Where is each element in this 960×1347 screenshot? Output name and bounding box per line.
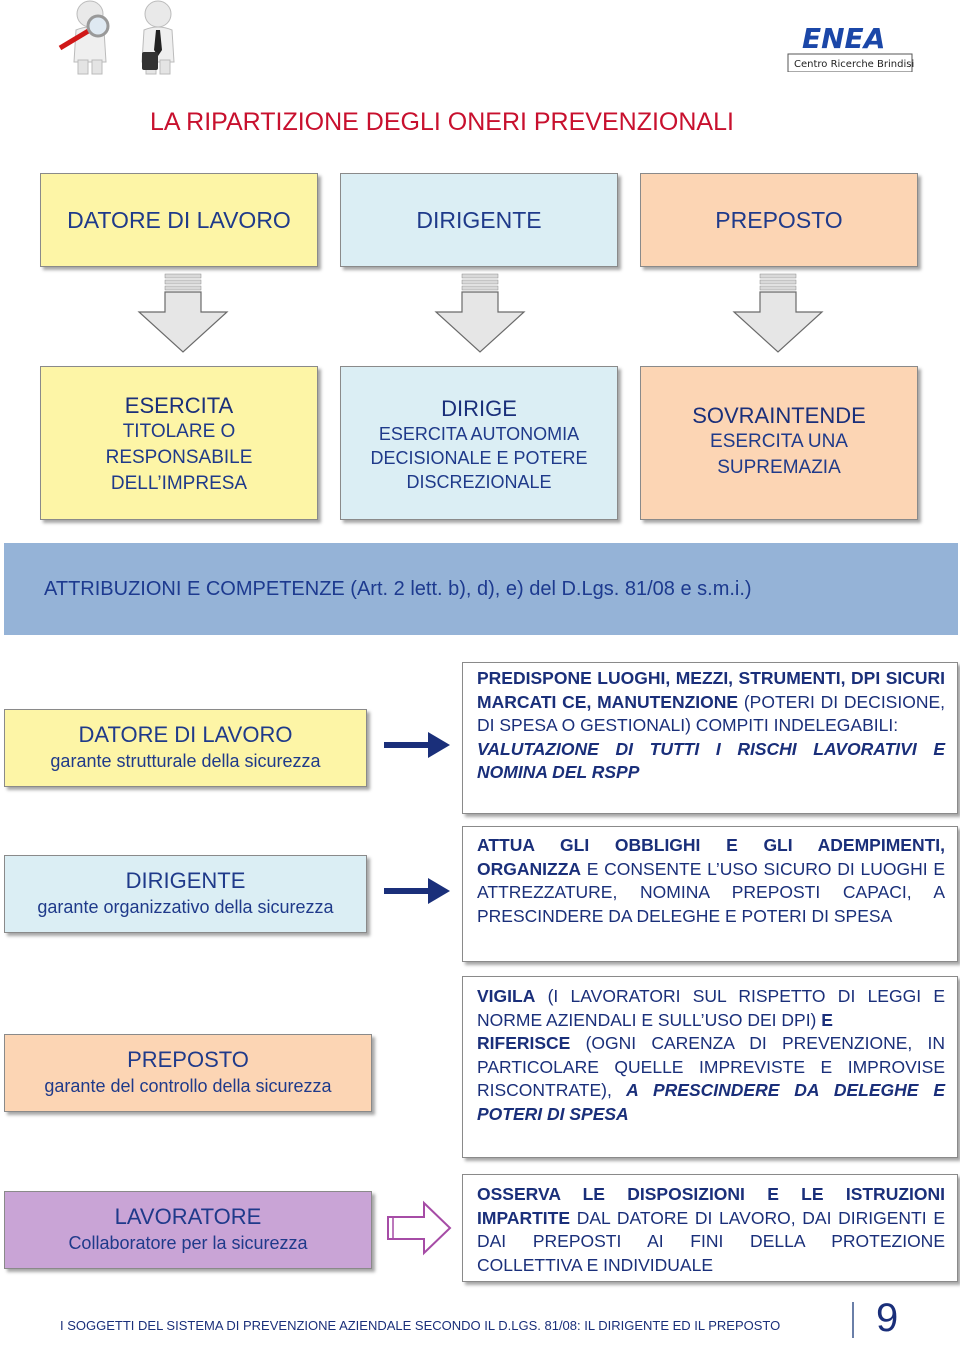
role-head: DIRIGE <box>441 396 517 421</box>
down-arrow-icon <box>732 273 824 353</box>
role-box-preposto: SOVRAINTENDE ESERCITA UNA SUPREMAZIA <box>640 366 918 520</box>
page-title: LA RIPARTIZIONE DEGLI ONERI PREVENZIONAL… <box>150 108 734 136</box>
left-box-dirigente: DIRIGENTE garante organizzativo della si… <box>4 855 367 933</box>
role-line: RESPONSABILE <box>105 447 253 468</box>
left-box-subtitle: garante organizzativo della sicurezza <box>37 897 334 917</box>
logo-subtext: Centro Ricerche Brindisi <box>794 59 914 70</box>
role-box-dirigente: DIRIGE ESERCITA AUTONOMIA DECISIONALE E … <box>340 366 618 520</box>
role-line: ESERCITA AUTONOMIA <box>378 424 580 444</box>
top-box-datore: DATORE DI LAVORO <box>40 173 318 267</box>
right-text: E <box>816 1009 833 1030</box>
right-text: VIGILA <box>477 986 536 1006</box>
right-text: DAL DATORE DI LAVORO, DAI DIRIGENTI E DA… <box>477 1207 945 1275</box>
role-line: ESERCITA UNA <box>710 431 848 452</box>
footer-text: I SOGGETTI DEL SISTEMA DI PREVENZIONE AZ… <box>60 1318 781 1333</box>
right-text: OSSERVA LE DISPOSIZIONI E LE ISTRUZIONI … <box>477 1184 945 1228</box>
left-box-subtitle: Collaboratore per la sicurezza <box>68 1233 308 1253</box>
left-box-lavoratore: LAVORATORE Collaboratore per la sicurezz… <box>4 1191 372 1269</box>
role-line: DECISIONALE E POTERE <box>370 448 588 468</box>
role-line: TITOLARE O <box>122 421 236 442</box>
right-arrow-icon <box>384 732 450 758</box>
right-arrow-icon <box>384 878 450 904</box>
top-box-label: DIRIGENTE <box>416 206 542 233</box>
left-box-title: LAVORATORE <box>114 1204 262 1229</box>
role-head: ESERCITA <box>124 393 234 418</box>
attributions-banner: ATTRIBUZIONI E COMPETENZE (Art. 2 lett. … <box>4 543 958 635</box>
role-line: DISCREZIONALE <box>406 472 552 492</box>
enea-logo: ENEA Centro Ricerche Brindisi <box>786 16 914 73</box>
right-text: PREDISPONE LUOGHI, MEZZI, STRUMENTI, DPI… <box>477 668 945 712</box>
right-text: (OGNI CARENZA DI PREVENZIONE, IN PARTICO… <box>477 1033 945 1100</box>
people-illustration <box>58 0 175 75</box>
footer-divider <box>852 1302 854 1338</box>
right-text: VALUTAZIONE DI TUTTI I RISCHI LAVORATIVI… <box>477 738 945 783</box>
role-box-datore: ESERCITA TITOLARE O RESPONSABILE DELL’IM… <box>40 366 318 520</box>
top-box-preposto: PREPOSTO <box>640 173 918 267</box>
left-box-title: DATORE DI LAVORO <box>78 722 293 747</box>
role-head: SOVRAINTENDE <box>692 403 866 428</box>
down-arrow-icon <box>137 273 229 353</box>
right-box-preposto: VIGILA (I LAVORATORI SUL RISPETTO DI LEG… <box>462 976 958 1158</box>
right-text: (I LAVORATORI SUL RISPETTO DI LEGGI E NO… <box>477 986 945 1030</box>
hollow-arrow-icon <box>387 1200 452 1256</box>
top-box-label: PREPOSTO <box>715 206 843 233</box>
right-text: ATTUA GLI OBBLIGHI E GLI ADEMPIMENTI, OR… <box>477 835 945 879</box>
left-box-title: PREPOSTO <box>127 1047 249 1072</box>
top-box-dirigente: DIRIGENTE <box>340 173 618 267</box>
right-box-datore: PREDISPONE LUOGHI, MEZZI, STRUMENTI, DPI… <box>462 662 958 814</box>
right-box-dirigente: ATTUA GLI OBBLIGHI E GLI ADEMPIMENTI, OR… <box>462 826 958 962</box>
down-arrow-icon <box>434 273 526 353</box>
left-box-subtitle: garante strutturale della sicurezza <box>50 751 321 771</box>
right-text: RIFERISCE <box>477 1033 571 1053</box>
top-box-label: DATORE DI LAVORO <box>67 206 291 233</box>
right-box-lavoratore: OSSERVA LE DISPOSIZIONI E LE ISTRUZIONI … <box>462 1174 958 1282</box>
left-box-title: DIRIGENTE <box>125 868 246 893</box>
role-line: DELL’IMPRESA <box>110 473 248 494</box>
role-line: SUPREMAZIA <box>717 457 841 478</box>
right-text: E CONSENTE L’USO SICURO DI LUOGHI E ATTR… <box>477 858 945 926</box>
page-number: 9 <box>876 1296 899 1340</box>
left-box-subtitle: garante del controllo della sicurezza <box>44 1076 332 1096</box>
logo-text: ENEA <box>802 22 885 55</box>
right-text: (POTERI DI DECISIONE, DI SPESA O GESTION… <box>477 691 945 736</box>
banner-text: ATTRIBUZIONI E COMPETENZE (Art. 2 lett. … <box>44 577 752 600</box>
right-text: A PRESCINDERE DA DELEGHE E POTERI DI SPE… <box>477 1080 945 1124</box>
left-box-preposto: PREPOSTO garante del controllo della sic… <box>4 1034 372 1112</box>
left-box-datore: DATORE DI LAVORO garante strutturale del… <box>4 709 367 787</box>
